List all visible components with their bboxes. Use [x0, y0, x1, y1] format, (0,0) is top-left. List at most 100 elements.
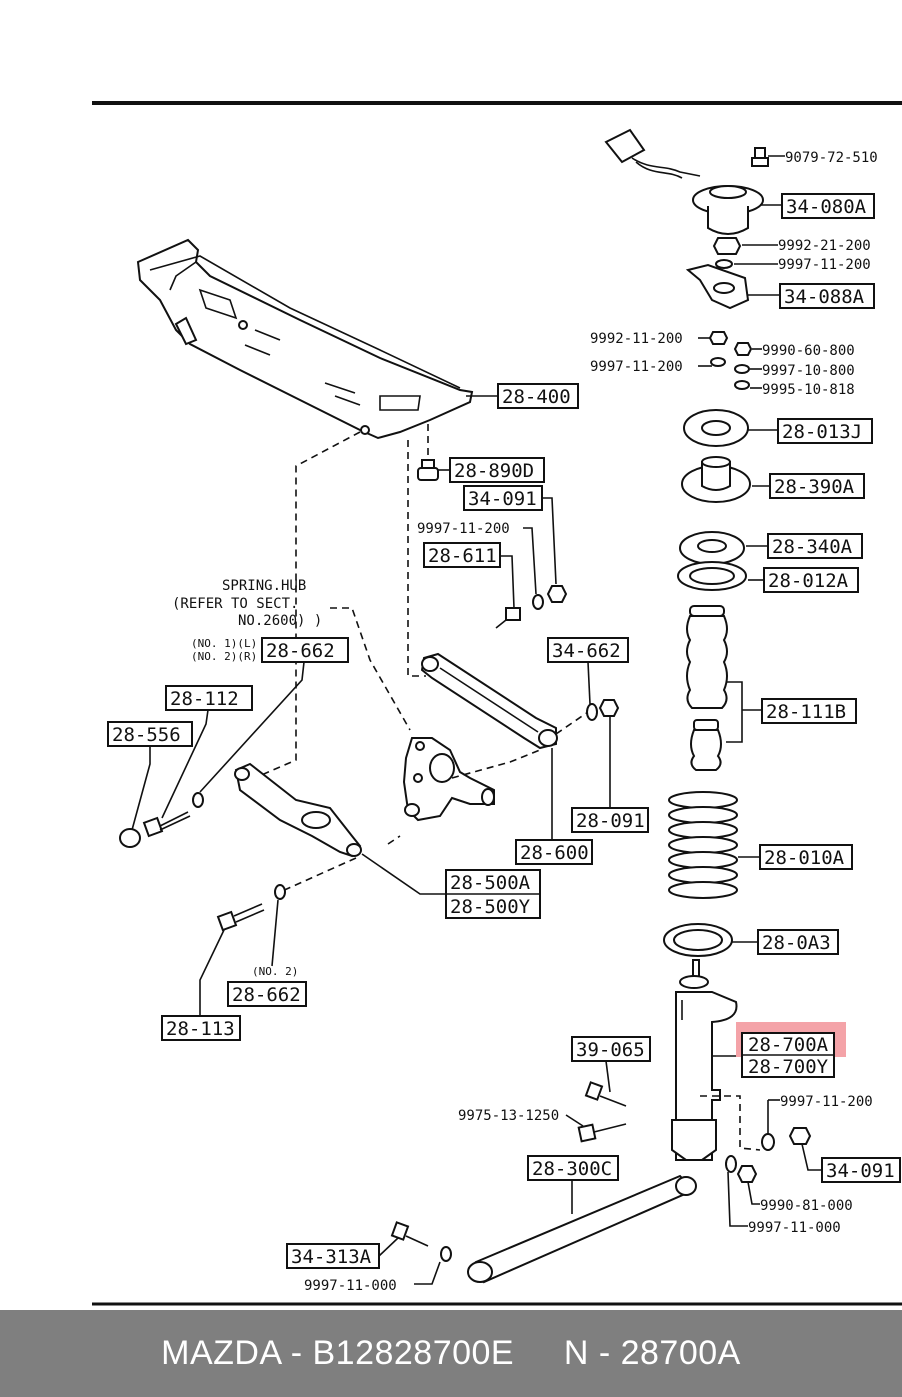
callout-28-600: 28-600: [520, 842, 589, 864]
no2-label: (NO. 2)(R): [191, 650, 257, 663]
callout-9079-72-510: 9079-72-510: [785, 150, 878, 166]
nut: [712, 237, 742, 255]
callout-box-28-600: [515, 839, 593, 865]
callout-9997-11-200-b: 9997-11-200: [590, 359, 683, 375]
callout-34-088A: 34-088A: [784, 286, 865, 308]
callout-box-34-080A: [781, 193, 875, 219]
callout-28-662-a: 28-662: [266, 640, 335, 662]
callout-28-400: 28-400: [502, 386, 571, 408]
bracket: [685, 263, 750, 310]
callout-9992-11-200: 9992-11-200: [590, 331, 683, 347]
callout-34-080A: 34-080A: [786, 196, 867, 218]
callout-box-34-091-b: [821, 1157, 901, 1183]
callout-28-112: 28-112: [170, 688, 239, 710]
nut-28-091: [598, 699, 620, 717]
callout-9997-11-200-a: 9997-11-200: [778, 257, 871, 273]
callout-34-662: 34-662: [552, 640, 621, 662]
nut-34-091-b: [788, 1127, 812, 1145]
spring-hub-line2: (REFER TO SECT.: [172, 596, 298, 612]
callout-box-28-013J: [777, 418, 873, 444]
washer-right: [734, 364, 750, 374]
washer-9997-11-000-a: [725, 1155, 737, 1173]
upper-arm: [420, 652, 558, 750]
callout-box-28-091: [571, 807, 649, 833]
washer-28-662: [192, 792, 204, 808]
spring-seat-lower: [663, 923, 733, 957]
sensor-connector: [604, 128, 701, 179]
callout-box-39-065: [571, 1036, 651, 1062]
callout-9997-11-200-c: 9997-11-200: [780, 1094, 873, 1110]
callout-box-28-112: [165, 685, 253, 711]
lower-arm: [234, 762, 362, 858]
callout-box-28-890D: [449, 457, 545, 483]
callout-28-300C: 28-300C: [532, 1158, 612, 1180]
washer-34-662: [586, 703, 598, 721]
spring-hub-line1: SPRING.HUB: [222, 578, 306, 594]
bump-stop: [690, 719, 722, 771]
nut-9990-81: [736, 1165, 758, 1183]
parts-diagram: 9079-72-510 34-080A 9992-21-200 9997-11-…: [92, 101, 902, 1306]
callout-9997-10-800: 9997-10-800: [762, 363, 855, 379]
bolt-34-313A: [390, 1221, 429, 1247]
callout-box-28-662-b: [227, 981, 307, 1007]
callout-28-556: 28-556: [112, 724, 181, 746]
strut-mount: [692, 185, 764, 235]
callout-box-28-300C: [527, 1155, 619, 1181]
callout-28-890D: 28-890D: [454, 460, 534, 482]
callout-28-010A: 28-010A: [764, 847, 845, 869]
hub-knuckle: [402, 737, 495, 822]
callout-28-113: 28-113: [166, 1018, 235, 1040]
callout-28-500Y: 28-500Y: [450, 896, 531, 918]
bolt-small-9079: [751, 147, 769, 167]
callout-9975-13-1250: 9975-13-1250: [458, 1108, 559, 1124]
callout-28-700A[interactable]: 28-700A: [748, 1034, 829, 1056]
callout-34-313A: 34-313A: [291, 1246, 372, 1268]
callout-28-662-b: 28-662: [232, 984, 301, 1006]
callout-28-013J: 28-013J: [782, 421, 862, 443]
callout-34-091-b: 34-091: [826, 1160, 895, 1182]
no1-label: (NO. 1)(L): [191, 637, 257, 650]
spring-hub-line3: NO.2600) ): [238, 613, 322, 629]
callout-28-500A: 28-500A: [450, 872, 531, 894]
spring-seat-upper: [677, 531, 747, 591]
washer-9997-c: [761, 1133, 775, 1151]
crossmember: [136, 238, 474, 440]
bolt-28-611: [495, 607, 521, 629]
nut-small: [708, 331, 729, 345]
bushing-28-890D: [417, 459, 439, 481]
dust-boot: [686, 605, 728, 709]
nut-small-right: [733, 342, 753, 356]
washer-9997-11-000-b: [440, 1246, 452, 1262]
callout-9997-11-200-d: 9997-11-200: [417, 521, 510, 537]
callout-box-28-662-a: [261, 637, 349, 663]
callout-box-28-0A3: [757, 929, 839, 955]
lateral-link: [467, 1174, 697, 1284]
callout-box-28-611: [423, 542, 501, 568]
callout-28-091: 28-091: [576, 810, 645, 832]
callout-box-28-113: [161, 1015, 241, 1041]
washer-small: [710, 357, 726, 367]
callout-box-28-010A: [759, 844, 853, 870]
callout-28-111B: 28-111B: [766, 701, 846, 723]
washer-right-2: [734, 380, 750, 390]
callout-28-700Y: 28-700Y: [748, 1056, 829, 1078]
shock-absorber: [671, 959, 738, 1161]
callout-28-012A: 28-012A: [768, 570, 849, 592]
bump-stop-seat: [681, 456, 751, 503]
callout-box-28-012A: [763, 567, 859, 593]
footer-bar: MAZDA - B12828700E N - 28700A: [0, 1310, 902, 1397]
callout-9997-11-000-b: 9997-11-000: [304, 1278, 397, 1294]
bolt-9975: [577, 1123, 627, 1143]
callout-34-091-a: 34-091: [468, 488, 537, 510]
callout-39-065: 39-065: [576, 1039, 645, 1061]
callout-28-340A: 28-340A: [772, 536, 853, 558]
washer-9997-d: [532, 594, 544, 610]
bolt-28-112: [142, 811, 191, 838]
callout-box-34-091-a: [463, 485, 543, 511]
callout-9990-60-800: 9990-60-800: [762, 343, 855, 359]
no2-label-b: (NO. 2): [252, 965, 298, 978]
callout-box-34-088A: [779, 283, 875, 309]
coil-spring: [668, 791, 738, 899]
callout-28-390A: 28-390A: [774, 476, 855, 498]
bolt-28-113: [216, 903, 265, 932]
